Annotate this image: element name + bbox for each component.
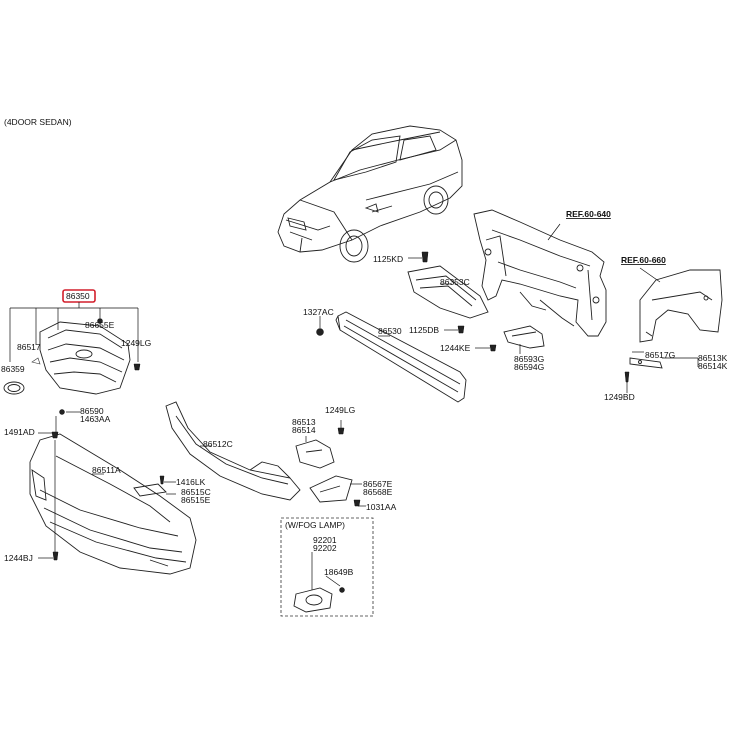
label-86514K[interactable]: 86514K	[698, 361, 728, 371]
label-1416LK[interactable]: 1416LK	[176, 477, 206, 487]
option-box-fog-lamp	[280, 517, 374, 617]
label-86594G[interactable]: 86594G	[514, 362, 544, 372]
label-1244BJ[interactable]: 1244BJ	[4, 553, 33, 563]
bumper-stay-bracket	[503, 325, 545, 349]
label-86530[interactable]: 86530	[378, 326, 402, 336]
fog-lamp-cover	[309, 475, 353, 503]
label-1249LG-grille[interactable]: 1249LG	[121, 338, 151, 348]
label-86593G[interactable]: 86593G	[514, 354, 544, 364]
label-86515C[interactable]: 86515C	[181, 487, 211, 497]
label-1463AA[interactable]: 1463AA	[80, 414, 111, 424]
lower-bumper-cover	[165, 401, 301, 501]
label-86567E[interactable]: 86567E	[363, 479, 393, 489]
ref-60-660[interactable]: REF.60-660	[621, 255, 666, 265]
label-92201[interactable]: 92201	[313, 535, 337, 545]
label-86517G[interactable]: 86517G	[645, 350, 675, 360]
label-86359[interactable]: 86359	[1, 364, 25, 374]
label-86568E[interactable]: 86568E	[363, 487, 393, 497]
label-1031AA[interactable]: 1031AA	[366, 502, 397, 512]
label-18649B[interactable]: 18649B	[324, 567, 354, 577]
front-bumper-cover	[29, 433, 197, 575]
label-1491AD[interactable]: 1491AD	[4, 427, 35, 437]
label-1327AC[interactable]: 1327AC	[303, 307, 334, 317]
label-86350[interactable]: 86350	[66, 291, 90, 301]
label-1125KD[interactable]: 1125KD	[373, 254, 403, 264]
fog-lamp	[293, 587, 333, 613]
radiator-grille	[39, 321, 131, 395]
label-86513K[interactable]: 86513K	[698, 353, 728, 363]
label-92202[interactable]: 92202	[313, 543, 337, 553]
emblem	[3, 381, 25, 395]
radiator-support	[473, 209, 607, 337]
ref-60-640[interactable]: REF.60-640	[566, 209, 611, 219]
upper-absorber	[407, 265, 489, 319]
label-1125DB[interactable]: 1125DB	[409, 325, 439, 335]
label-86353C[interactable]: 86353C	[440, 277, 470, 287]
fender-bracket	[629, 357, 663, 369]
label-1249LG-fog[interactable]: 1249LG	[325, 405, 355, 415]
label-86511A[interactable]: 86511A	[92, 465, 121, 475]
label-86514[interactable]: 86514	[292, 425, 316, 435]
label-1249BD[interactable]: 1249BD	[604, 392, 635, 402]
label-86515E[interactable]: 86515E	[181, 495, 211, 505]
label-1244KE[interactable]: 1244KE	[440, 343, 471, 353]
option-box-label: (W/FOG LAMP)	[285, 520, 345, 530]
label-86655E[interactable]: 86655E	[85, 320, 115, 330]
bumper-side-bracket	[133, 483, 167, 497]
label-86517[interactable]: 86517	[17, 342, 41, 352]
bumper-beam	[335, 311, 467, 403]
car-illustration	[277, 125, 463, 263]
fog-lamp-bracket	[295, 439, 335, 469]
label-86513[interactable]: 86513	[292, 417, 316, 427]
label-86590[interactable]: 86590	[80, 406, 104, 416]
label-86512C[interactable]: 86512C	[203, 439, 233, 449]
variant-note: (4DOOR SEDAN)	[4, 117, 72, 127]
front-fender	[639, 269, 723, 343]
